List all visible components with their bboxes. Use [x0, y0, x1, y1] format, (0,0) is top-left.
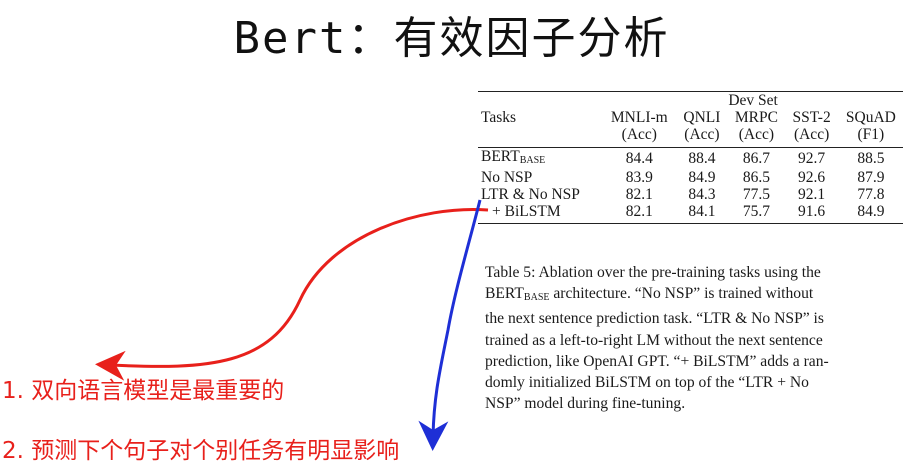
score-cell: 84.3	[688, 186, 716, 203]
blue-arrow	[418, 199, 482, 451]
caption-bert-subscript: BASE	[523, 292, 550, 304]
caption-line: prediction, like OpenAI GPT. “+ BiLSTM” …	[485, 352, 829, 370]
table-caption: Table 5: Ablation over the pre-training …	[485, 262, 903, 414]
table-row: BERTBASE 84.4 88.4 86.7 92.7 88.5	[478, 148, 903, 169]
note-2: 2. 预测下个句子对个别任务有明显影响	[2, 438, 400, 464]
task-cell: LTR & No NSP	[478, 186, 602, 203]
ablation-table: Dev Set Tasks MNLI-m QNLI MRPC SST-2 SQu…	[478, 91, 903, 224]
caption-line: the next sentence prediction task. “LTR …	[485, 310, 824, 328]
task-cell: BERTBASE	[478, 148, 602, 169]
score-cell: 88.4	[688, 150, 716, 167]
note-1: 1. 双向语言模型是最重要的	[2, 378, 285, 404]
red-arrow	[95, 207, 489, 381]
score-cell: 84.1	[688, 203, 716, 220]
col-metric-qnli: (Acc)	[684, 126, 720, 143]
score-cell: 84.4	[625, 150, 653, 167]
table-mid-rule	[478, 147, 903, 148]
score-cell: 77.5	[742, 186, 770, 203]
score-cell: 82.1	[625, 203, 653, 220]
table-row: + BiLSTM 82.1 84.1 75.7 91.6 84.9	[478, 203, 903, 220]
score-cell: 75.7	[742, 203, 770, 220]
score-cell: 86.5	[742, 169, 770, 186]
caption-line2-rest: architecture. “No NSP” is trained withou…	[549, 285, 814, 303]
table-top-rule	[478, 91, 903, 92]
task-subscript: BASE	[519, 155, 546, 166]
col-header-squad: SQuAD	[845, 109, 896, 126]
task-cell: No NSP	[478, 169, 602, 186]
col-metric-mrpc: (Acc)	[738, 126, 775, 143]
task-cell: + BiLSTM	[478, 203, 602, 220]
tasks-header: Tasks	[481, 109, 517, 126]
score-cell: 82.1	[625, 186, 653, 203]
score-cell: 92.1	[798, 186, 826, 203]
caption-line: trained as a left-to-right LM without th…	[485, 331, 823, 349]
col-metric-sst2: (Acc)	[793, 126, 830, 143]
caption-line: BERTBASE architecture. “No NSP” is train…	[485, 283, 903, 308]
caption-bert: BERT	[485, 285, 524, 303]
score-cell: 86.7	[742, 150, 770, 167]
slide-title: Bert：有效因子分析	[233, 13, 670, 64]
col-metric-squad: (F1)	[857, 126, 885, 143]
score-cell: 87.9	[857, 169, 885, 186]
dev-set-header: Dev Set	[728, 92, 778, 109]
score-cell: 84.9	[857, 203, 885, 220]
caption-line: Table 5: Ablation over the pre-training …	[485, 264, 821, 281]
score-cell: 83.9	[625, 169, 653, 186]
col-header-qnli: QNLI	[683, 109, 721, 126]
score-cell: 92.7	[798, 150, 826, 167]
caption-line: domly initialized BiLSTM on top of the “…	[485, 374, 809, 392]
score-cell: 92.6	[798, 169, 826, 186]
score-cell: 84.9	[688, 169, 716, 186]
col-header-mnli: MNLI-m	[610, 109, 668, 126]
table-row: LTR & No NSP 82.1 84.3 77.5 92.1 77.8	[478, 186, 903, 203]
table-bottom-rule	[478, 223, 903, 224]
col-header-sst2: SST-2	[792, 109, 831, 126]
task-name: LTR & No NSP	[481, 186, 580, 203]
table-row: No NSP 83.9 84.9 86.5 92.6 87.9	[478, 169, 903, 186]
score-cell: 77.8	[857, 186, 885, 203]
col-metric-mnli: (Acc)	[621, 126, 657, 143]
caption-line: NSP” model during fine-tuning.	[485, 395, 686, 413]
task-name: No NSP	[481, 169, 533, 186]
col-header-mrpc: MRPC	[734, 109, 778, 126]
task-name: BERT	[481, 148, 520, 165]
score-cell: 88.5	[857, 150, 885, 167]
task-name: + BiLSTM	[492, 203, 561, 220]
score-cell: 91.6	[798, 203, 826, 220]
